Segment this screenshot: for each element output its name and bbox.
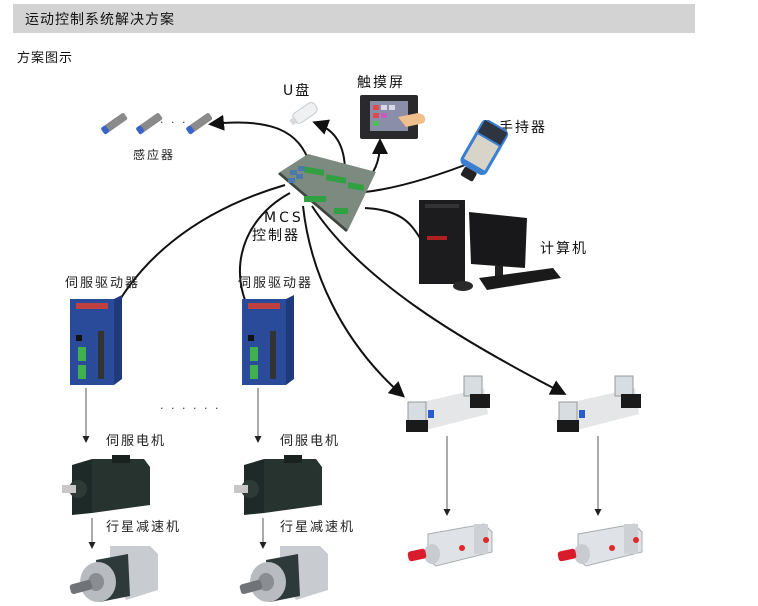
sensor-ellipsis: · · · (160, 116, 188, 129)
header-bar: 运动控制系统解决方案 (13, 4, 695, 33)
usb-label: U盘 (283, 83, 312, 99)
wire-controller-valve1 (302, 205, 405, 398)
servo-driver-1-icon (70, 295, 122, 385)
solenoid-valve-2-icon (557, 375, 641, 432)
gearbox-2-label: 行星减速机 (280, 520, 356, 535)
solenoid-valve-1-icon (406, 375, 490, 432)
wire-controller-computer (364, 207, 421, 239)
servo-motor-1-label: 伺服电机 (106, 434, 167, 449)
touchscreen-icon (360, 95, 426, 139)
servo-driver-2-label: 伺服驱动器 (238, 276, 314, 291)
sensor-label: 感应器 (133, 148, 176, 162)
computer-icon (419, 200, 561, 291)
sensor-icon (101, 113, 212, 135)
servo-motor-1-icon (62, 455, 150, 515)
controller-label-model: MCS (264, 210, 304, 226)
planetary-gearbox-1-icon (69, 546, 158, 602)
driver-ellipsis: · · · · · · (160, 402, 221, 415)
handheld-pendant-icon (460, 120, 509, 182)
servo-motor-2-icon (234, 455, 322, 515)
page-title: 运动控制系统解决方案 (25, 12, 175, 28)
touchscreen-label: 触摸屏 (357, 75, 405, 91)
section-title: 方案图示 (17, 51, 74, 66)
planetary-gearbox-2-icon (239, 546, 328, 602)
wire-controller-valve2 (311, 205, 567, 395)
computer-label: 计算机 (540, 241, 588, 257)
gearbox-1-label: 行星减速机 (106, 520, 182, 535)
servo-motor-2-label: 伺服电机 (280, 434, 341, 449)
usb-drive-icon (289, 102, 318, 126)
air-cylinder-2-icon (557, 523, 643, 567)
servo-driver-2-icon (242, 295, 294, 385)
controller-label-type: 控制器 (252, 228, 300, 244)
wire-controller-sensor (208, 114, 311, 166)
servo-driver-1-label: 伺服驱动器 (65, 276, 141, 291)
handheld-label: 手持器 (499, 120, 547, 136)
air-cylinder-1-icon (407, 523, 493, 567)
mcs-controller-icon (278, 154, 376, 232)
